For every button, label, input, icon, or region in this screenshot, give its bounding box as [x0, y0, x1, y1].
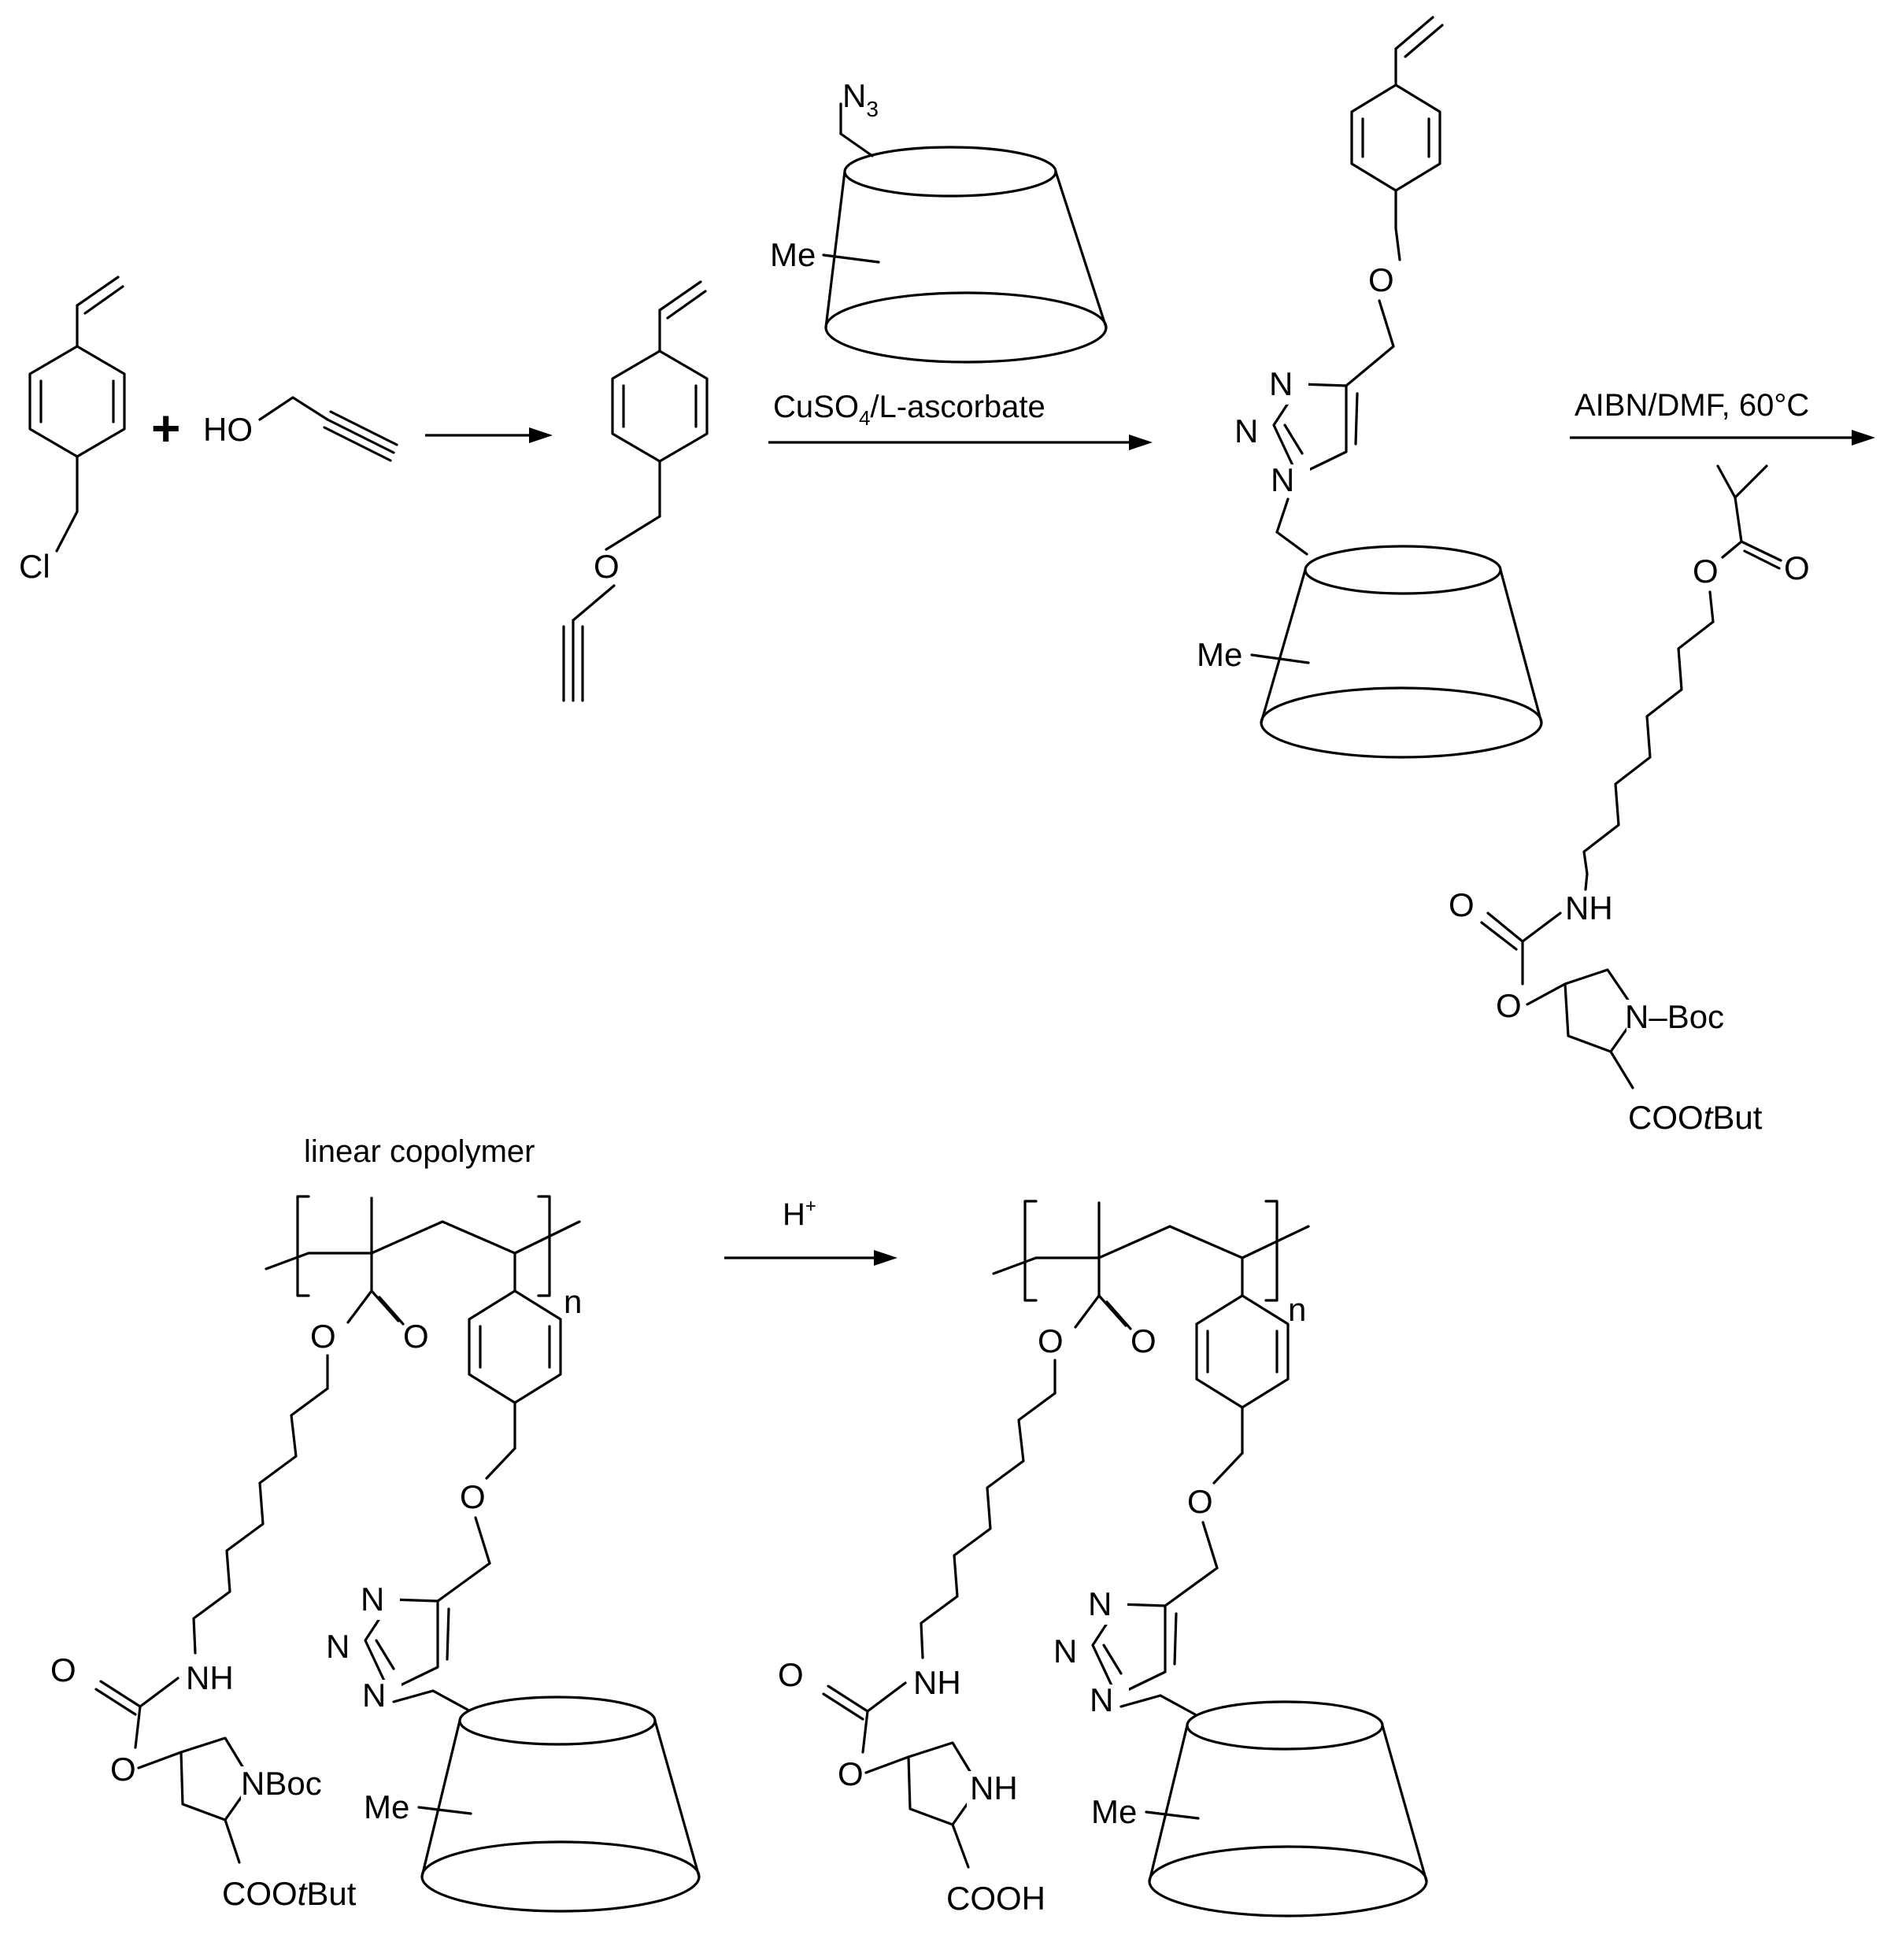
hydroxyproline-methacrylate: O O NH O O N–Boc COOtBut [1449, 464, 1810, 1136]
arrow-step3: AIBN/DMF, 60°C [1570, 388, 1875, 446]
triazole-p-n2-bg [323, 1631, 361, 1669]
atom-o-d5: O [1187, 1483, 1213, 1520]
atom-o-p3: O [50, 1651, 76, 1688]
reagent-cuso4-rest: /L-ascorbate [870, 390, 1045, 424]
atom-n-d3: N [1090, 1681, 1113, 1718]
atom-o-d4: O [838, 1755, 864, 1792]
atom-o-p4: O [110, 1751, 136, 1788]
linear-copolymer-deprotected: n O O NH O O NH COOH O [778, 1200, 1428, 1917]
linear-copolymer-protected: linear copolymer n O O NH O O NBoc COOtB… [50, 1134, 701, 1913]
reagent-aibn: AIBN/DMF, 60°C [1575, 388, 1809, 423]
repeat-n-1: n [564, 1283, 582, 1320]
atom-o-d1: O [1131, 1322, 1156, 1359]
atom-n-b: N [1234, 412, 1258, 449]
atom-ho: HO [203, 411, 253, 448]
atom-nh: NH [1565, 889, 1613, 926]
atom-n3: N3 [842, 77, 879, 121]
propargyl-alcohol: HO [203, 396, 398, 462]
me-label-2: Me [1197, 636, 1242, 673]
atom-cooetbut: COOtBut [1628, 1099, 1763, 1136]
atom-nh-p: NH [186, 1659, 234, 1696]
atom-n-d1: N [1088, 1585, 1112, 1622]
atom-n-a: N [1269, 365, 1293, 402]
atom-cl: Cl [19, 548, 50, 585]
atom-n-p2: N [326, 1628, 350, 1665]
triazole-n1-bg [1267, 367, 1308, 405]
me-label-4: Me [1091, 1793, 1137, 1830]
atom-o: O [594, 548, 620, 585]
triazole-n3-bg [1269, 464, 1310, 502]
atom-cooh: COOH [946, 1880, 1045, 1917]
styrene-cyclodextrin-monomer: O N N N Me [1197, 16, 1543, 759]
atom-o-p2: O [310, 1318, 336, 1355]
atom-o-carbamate: O [1449, 886, 1475, 923]
me-label-1: Me [770, 236, 816, 273]
reagent-hplus: H+ [783, 1196, 816, 1232]
atom-o-d3: O [778, 1656, 804, 1693]
reagent-cuso4-sub: 4 [859, 406, 870, 430]
azido-cyclodextrin: N3 Me [770, 77, 1108, 364]
atom-nboc-p: NBoc [241, 1765, 322, 1802]
vinylbenzyl-chloride: Cl [19, 276, 126, 585]
plus-sign: + [151, 400, 180, 457]
atom-nh-ring: NH [970, 1770, 1018, 1807]
atom-nh-d: NH [913, 1664, 961, 1701]
me-label-3: Me [364, 1788, 409, 1825]
reagent-hplus-sup: + [805, 1196, 816, 1217]
pyrrolidine-nh-bg-d [967, 1771, 1025, 1809]
atom-o-carbonyl: O [1784, 549, 1810, 586]
linear-copolymer-label: linear copolymer [304, 1134, 535, 1169]
atom-n-boc: N–Boc [1625, 998, 1724, 1035]
atom-n-p1: N [361, 1581, 384, 1618]
n3-sub: 3 [866, 97, 879, 121]
triazole-d-n3-bg [1088, 1684, 1129, 1722]
pyrrolidine-n-bg [1626, 1000, 1658, 1034]
triazole-p-n3-bg [361, 1680, 402, 1718]
triazole-d-n2-bg [1050, 1636, 1088, 1673]
tbut-t: t [1704, 1099, 1715, 1136]
atom-cooetbut-p: COOtBut [222, 1875, 357, 1912]
arrow-step2: CuSO4/L-ascorbate [768, 390, 1153, 450]
repeat-n-2: n [1288, 1291, 1306, 1328]
arrow-step1 [425, 427, 553, 443]
atom-o-p1: O [403, 1318, 429, 1355]
atom-n-d2: N [1053, 1633, 1077, 1670]
arrow-step4: H+ [724, 1196, 897, 1266]
atom-n-p3: N [362, 1677, 386, 1714]
reagent-cuso4: CuSO4/L-ascorbate [773, 390, 1045, 430]
atom-o-carbamate-2: O [1496, 987, 1522, 1024]
atom-o-2: O [1368, 261, 1394, 298]
triazole-n2-bg [1231, 416, 1269, 453]
atom-n-c: N [1271, 461, 1294, 498]
triazole-d-n1-bg [1086, 1587, 1127, 1625]
vinylbenzyl-propargyl-ether: O [562, 280, 709, 702]
atom-o-p5: O [460, 1478, 486, 1515]
tbut-t-p: t [298, 1875, 309, 1912]
triazole-p-n1-bg [359, 1582, 400, 1620]
atom-o-ester: O [1693, 553, 1719, 590]
n3-n: N [842, 77, 866, 114]
pyrrolidine-n-bg-p [241, 1766, 268, 1801]
atom-o-d2: O [1038, 1322, 1064, 1359]
